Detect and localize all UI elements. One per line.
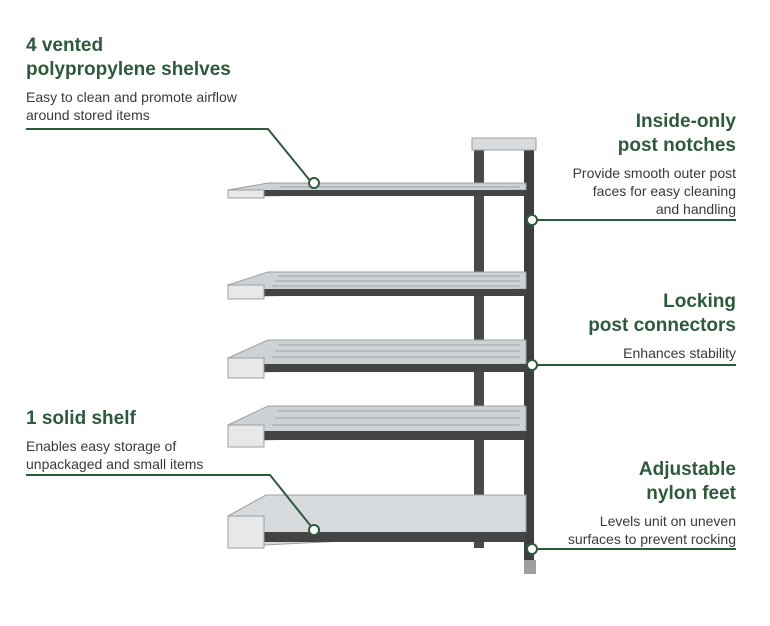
leader-dots <box>308 177 538 555</box>
vented-shelf-1 <box>227 182 527 199</box>
feet-desc-line-2: surfaces to prevent rocking <box>567 531 736 547</box>
feet-title-line-2: nylon feet <box>646 483 736 504</box>
callout-nylon-feet: Adjustable nylon feet Levels unit on une… <box>516 458 736 548</box>
notches-title-line-1: Inside-only <box>635 111 736 132</box>
vented-shelf-4 <box>226 405 527 448</box>
leader-lines <box>26 128 736 550</box>
vented-desc-line-1: Easy to clean and promote airflow <box>26 89 237 105</box>
solid-shelf-marker <box>308 524 320 536</box>
notches-desc-line-1: Provide smooth outer post <box>572 165 736 181</box>
vented-shelf-2 <box>226 271 527 300</box>
connectors-title-line-2: post connectors <box>588 315 736 336</box>
feet-desc-line-1: Levels unit on uneven <box>599 513 736 529</box>
solid-desc-line-2: unpackaged and small items <box>26 456 204 472</box>
notches-title-line-2: post notches <box>617 135 736 156</box>
vented-desc-line-2: around stored items <box>26 107 150 123</box>
solid-desc-line-1: Enables easy storage of <box>26 438 177 454</box>
callout-post-connectors: Locking post connectors Enhances stabili… <box>516 290 736 362</box>
callout-solid-shelf: 1 solid shelf Enables easy storage of un… <box>26 407 286 473</box>
feet-marker <box>526 543 538 555</box>
vented-description: Easy to clean and promote airflow around… <box>26 88 326 124</box>
vented-title-line-2: polypropylene shelves <box>26 59 231 80</box>
callout-vented-shelves: 4 vented polypropylene shelves Easy to c… <box>26 34 326 124</box>
connectors-description: Enhances stability <box>516 344 736 362</box>
vented-shelf-marker <box>308 177 320 189</box>
feet-title-line-1: Adjustable <box>638 459 736 480</box>
top-connector <box>471 137 537 151</box>
solid-title: 1 solid shelf <box>26 408 136 429</box>
notches-marker <box>526 214 538 226</box>
connectors-desc-line-1: Enhances stability <box>623 345 736 361</box>
connectors-title-line-1: Locking <box>663 291 736 312</box>
notches-description: Provide smooth outer post faces for easy… <box>516 164 736 218</box>
notches-desc-line-3: and handling <box>655 201 736 217</box>
solid-shelf <box>227 494 527 549</box>
notches-desc-line-2: faces for easy cleaning <box>592 183 736 199</box>
solid-description: Enables easy storage of unpackaged and s… <box>26 437 286 473</box>
feet-description: Levels unit on uneven surfaces to preven… <box>516 512 736 548</box>
vented-shelf-3 <box>226 339 527 379</box>
shelf-vents <box>272 186 520 426</box>
callout-post-notches: Inside-only post notches Provide smooth … <box>516 110 736 218</box>
vented-title-line-1: 4 vented <box>26 35 104 56</box>
adjustable-foot <box>524 560 536 574</box>
connectors-marker <box>526 359 538 371</box>
